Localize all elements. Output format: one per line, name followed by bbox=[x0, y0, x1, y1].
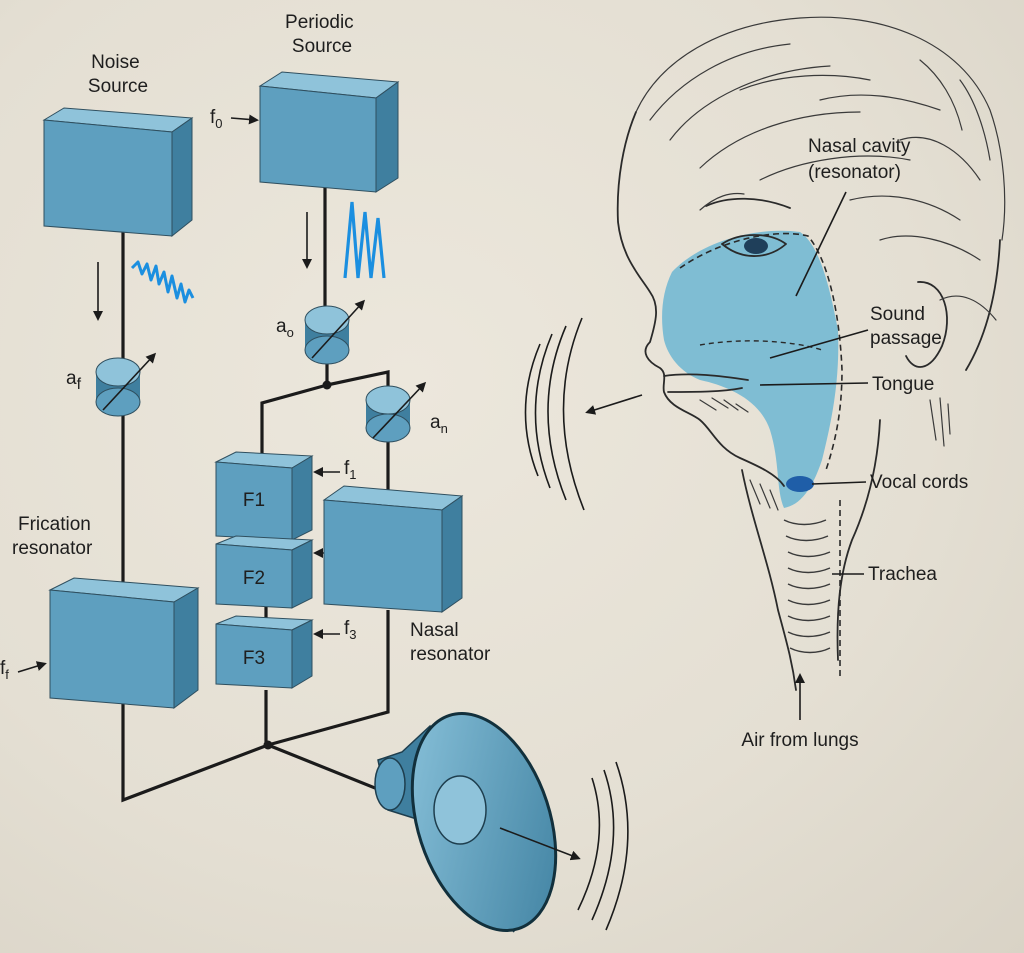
f0-label: f0 bbox=[210, 107, 223, 131]
sound-passage-leader bbox=[769, 329, 869, 359]
vocal-cords-label: Vocal cords bbox=[870, 472, 968, 493]
sound-passage-label: Sound passage bbox=[870, 304, 942, 349]
f3-label: f3 bbox=[344, 618, 357, 642]
head-illustration bbox=[616, 16, 1006, 691]
f3-box-label: F3 bbox=[243, 648, 265, 669]
f0-arrow bbox=[230, 114, 259, 125]
nasal-resonator-cube bbox=[322, 485, 464, 613]
loudspeaker bbox=[374, 712, 558, 933]
mouth-sound-arrow bbox=[585, 394, 643, 415]
ff-arrow bbox=[17, 661, 47, 673]
an-adjust-arrow bbox=[372, 381, 427, 439]
periodic-source-cube bbox=[258, 71, 400, 193]
f1-label: f1 bbox=[344, 458, 357, 482]
sound-waves-mouth bbox=[524, 317, 585, 511]
ao-attenuator bbox=[304, 305, 350, 365]
periodic-source-label: Periodic Source bbox=[285, 12, 359, 57]
frication-resonator-label: Frication resonator bbox=[12, 514, 96, 559]
ao-adjust-arrow bbox=[311, 299, 366, 359]
f1-box-label: F1 bbox=[243, 490, 265, 511]
f3-resonator-cube bbox=[215, 615, 314, 689]
signal-wires bbox=[121, 185, 390, 803]
trachea-label: Trachea bbox=[868, 564, 937, 585]
tongue-label: Tongue bbox=[872, 374, 934, 395]
junction-dot bbox=[263, 740, 273, 750]
vocal-cords-leader bbox=[811, 481, 867, 485]
ff-label: ff bbox=[0, 658, 9, 682]
an-label: an bbox=[430, 412, 448, 436]
periodic-waveform bbox=[343, 201, 386, 279]
f1-resonator-cube bbox=[214, 451, 314, 541]
noise-source-cube bbox=[42, 107, 194, 238]
an-attenuator bbox=[365, 385, 411, 443]
af-label: af bbox=[66, 368, 82, 393]
sound-out-arrow bbox=[499, 827, 581, 861]
nasal-cavity-label: Nasal cavity (resonator) bbox=[808, 136, 916, 183]
nasal-resonator-label: Nasal resonator bbox=[410, 620, 491, 665]
af-attenuator bbox=[95, 357, 141, 417]
air-from-lungs-label: Air from lungs bbox=[741, 730, 858, 751]
af-adjust-arrow bbox=[102, 352, 157, 411]
frication-resonator-cube bbox=[48, 577, 200, 709]
tongue-leader bbox=[759, 382, 869, 386]
ao-label: ao bbox=[276, 316, 294, 340]
noise-source-label: Noise Source bbox=[88, 52, 148, 97]
noise-waveform bbox=[130, 260, 195, 304]
f2-box-label: F2 bbox=[243, 568, 265, 589]
f2-resonator-cube bbox=[215, 535, 314, 609]
sound-waves-speaker bbox=[577, 761, 629, 931]
junction-dot bbox=[322, 380, 332, 390]
nasal-cavity-leader bbox=[795, 191, 847, 297]
